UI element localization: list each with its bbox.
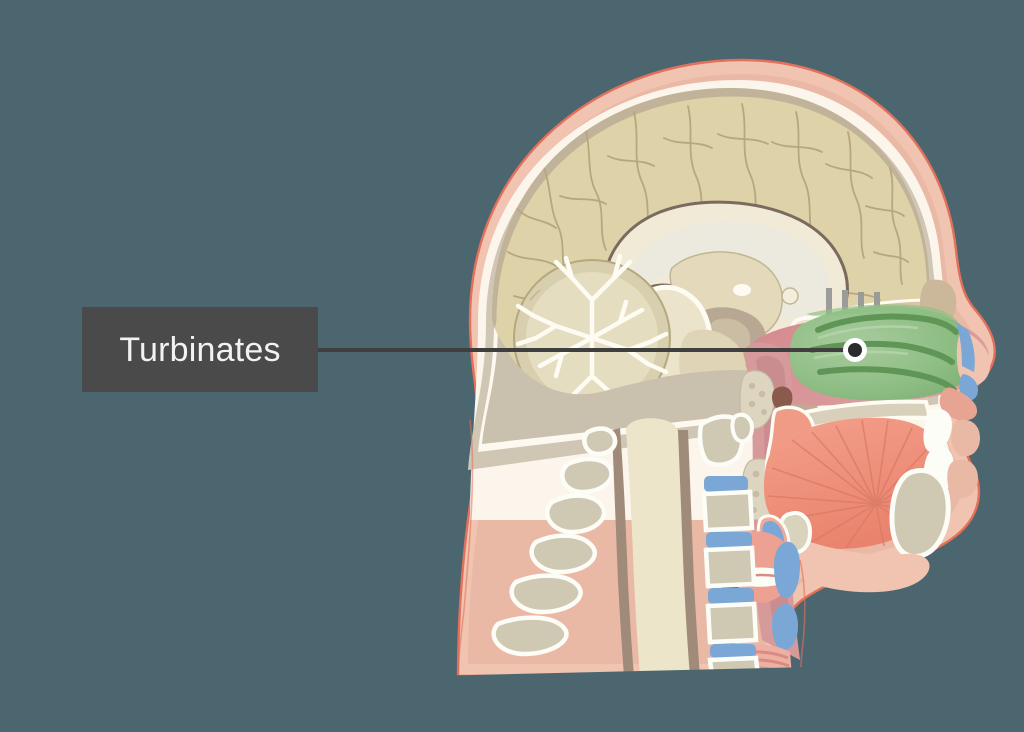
lower-lip (947, 459, 978, 499)
disc-c2-c3 (704, 476, 748, 492)
mandible (889, 468, 951, 560)
vertebral-bodies (697, 412, 761, 679)
disc-c5-c6 (710, 644, 756, 658)
lower-crop-mask (440, 690, 1024, 732)
upper-lateral-cartilage (956, 322, 975, 372)
arbor-vitae (515, 253, 669, 395)
spinal-cord (626, 418, 690, 676)
anterior-neck-outline (799, 559, 806, 677)
superior-turbinate (806, 304, 958, 322)
upper-teeth (923, 408, 952, 453)
cerebellum (513, 253, 671, 395)
anterior-dura (678, 430, 700, 676)
inner-skull-shadow (492, 88, 930, 395)
oral-cavity (764, 399, 980, 593)
vertebra-c3 (701, 489, 755, 533)
anterior-commissure (781, 287, 799, 305)
leader-line (318, 348, 855, 352)
cervical-spine (491, 412, 761, 679)
turbinates-label-text: Turbinates (119, 330, 281, 369)
floor-of-mouth (771, 531, 930, 593)
nostril-region (939, 387, 978, 421)
vertebra-c5 (705, 601, 759, 645)
cricoid-cartilage (772, 603, 798, 650)
turbinates-marker-dot[interactable] (843, 338, 867, 362)
nose (939, 322, 991, 421)
posterior-neck-outline (457, 419, 474, 677)
spinous-processes (491, 426, 618, 657)
lower-crop-diagonal (430, 662, 1024, 700)
thyroid-cartilage (774, 541, 800, 598)
turbinate-ridges (809, 313, 959, 393)
third-ventricle (733, 284, 751, 296)
vertebra-c1 (730, 412, 755, 444)
disc-c3-c4 (706, 532, 752, 548)
turbinates-label-box[interactable]: Turbinates (82, 307, 318, 392)
upper-lip (951, 419, 980, 457)
eustachian-tube-opening (772, 386, 793, 411)
posterior-dura (612, 428, 634, 676)
turbinates-structure (789, 304, 977, 401)
vertebra-c4 (703, 545, 757, 589)
disc-c4-c5 (708, 588, 754, 604)
alar-cartilage (959, 374, 978, 401)
